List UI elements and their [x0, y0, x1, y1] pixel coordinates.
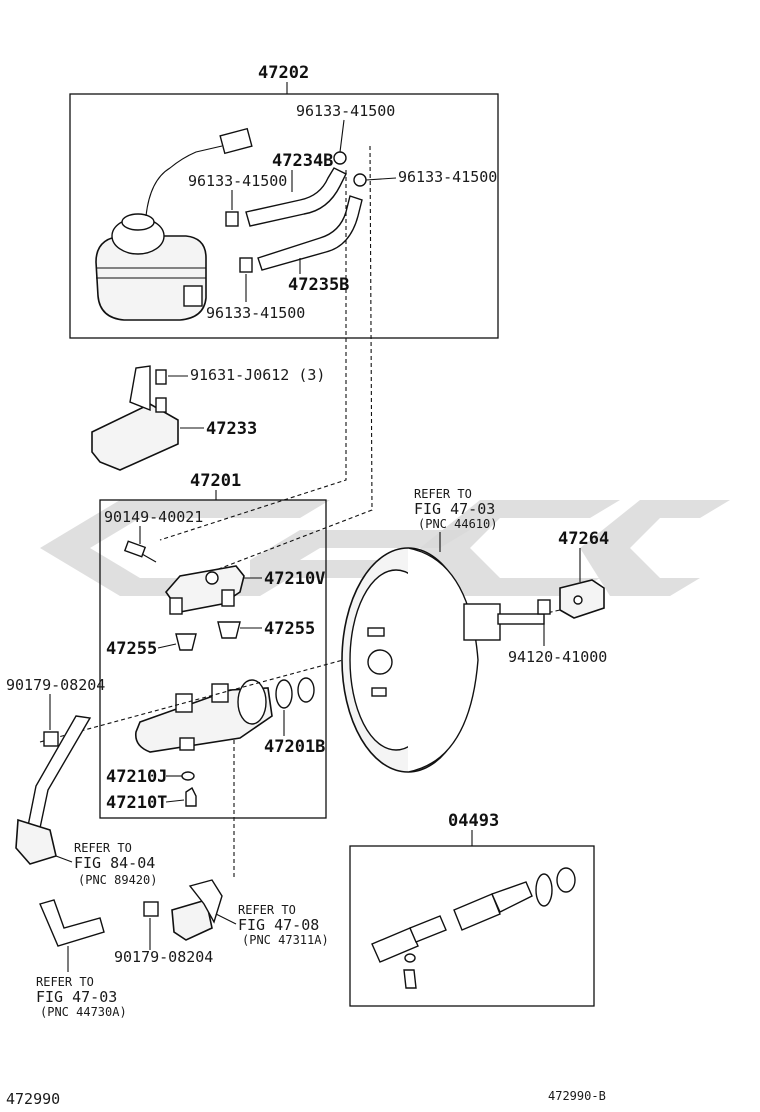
hose-left-icon — [39, 899, 105, 947]
reservoir-body-icon — [164, 565, 245, 615]
svg-text:REFER TO: REFER TO — [414, 487, 472, 501]
gasket-ring-2-icon — [297, 677, 315, 703]
clamp-right-icon — [353, 173, 367, 187]
label-grommet-left: 47255 — [106, 639, 157, 659]
svg-text:REFER TO: REFER TO — [74, 841, 132, 855]
label-hose-upper: 47234B — [272, 151, 333, 171]
connector-plug — [219, 127, 253, 155]
footer-right-code: 472990-B — [548, 1089, 606, 1103]
svg-text:REFER TO: REFER TO — [36, 975, 94, 989]
clevis-icon — [559, 579, 605, 619]
ref-sensor-bottom: REFER TO FIG 47-08 (PNC 47311A) — [238, 903, 329, 947]
clamp-top-icon — [333, 151, 347, 165]
kit-box — [349, 845, 595, 1007]
reservoir-group-box — [69, 93, 499, 339]
label-bolt-bottom: 90179-08204 — [114, 948, 213, 966]
label-hose-lower: 47235B — [288, 275, 349, 295]
label-plug: 47210J — [106, 767, 167, 787]
label-bracket: 47233 — [206, 419, 257, 439]
label-bolt-left: 90179-08204 — [6, 676, 105, 694]
plug-icon — [181, 771, 195, 781]
grommet-left-icon — [175, 633, 197, 651]
group-label-kit: 04493 — [448, 811, 499, 831]
ref-sensor-left: REFER TO FIG 84-04 (PNC 89420) — [74, 841, 157, 887]
clamp-bottom-icon — [239, 257, 253, 273]
label-reservoir-screw: 90149-40021 — [104, 508, 203, 526]
nut-icon — [537, 599, 551, 615]
screw-icon — [123, 540, 157, 563]
label-clamp-top: 96133-41500 — [296, 102, 395, 120]
svg-text:FIG 84-04: FIG 84-04 — [74, 854, 155, 872]
svg-text:(PNC 89420): (PNC 89420) — [78, 873, 157, 887]
bracket-icon — [91, 365, 179, 471]
label-clamp-bottom: 96133-41500 — [206, 304, 305, 322]
svg-text:(PNC 44610): (PNC 44610) — [418, 517, 497, 531]
ref-hose-bottom: REFER TO FIG 47-03 (PNC 44730A) — [36, 975, 127, 1019]
clamp-left-icon — [225, 211, 239, 227]
reservoir-tank — [95, 213, 207, 321]
brake-booster-icon — [341, 547, 545, 773]
svg-text:(PNC 44730A): (PNC 44730A) — [40, 1005, 127, 1019]
kit-parts-icon — [371, 867, 576, 989]
sensor-bracket-icon — [27, 715, 92, 829]
label-nut: 94120-41000 — [508, 648, 607, 666]
svg-text:FIG 47-03: FIG 47-03 — [36, 988, 117, 1006]
label-clamp-left: 96133-41500 — [188, 172, 287, 190]
label-clevis: 47264 — [558, 529, 609, 549]
svg-text:FIG 47-03: FIG 47-03 — [414, 500, 495, 518]
bolt-left-icon — [43, 731, 59, 747]
sensor-left-icon — [15, 818, 57, 865]
svg-text:(PNC 47311A): (PNC 47311A) — [242, 933, 329, 947]
bleeder-icon — [185, 786, 197, 807]
label-reservoir-body: 47210V — [264, 569, 325, 589]
hose-lower-icon — [257, 195, 363, 271]
sensor-wire — [145, 145, 223, 217]
footer-left-code: 472990 — [6, 1090, 60, 1108]
label-bracket-bolt: 91631-J0612 (3) — [190, 366, 325, 384]
label-clamp-right: 96133-41500 — [398, 168, 497, 186]
label-bleeder: 47210T — [106, 793, 167, 813]
grommet-right-icon — [217, 621, 241, 639]
ref-booster: REFER TO FIG 47-03 (PNC 44610) — [414, 487, 497, 531]
master-cylinder-box — [99, 499, 327, 819]
label-gasket: 47201B — [264, 737, 325, 757]
master-cylinder-icon — [134, 679, 273, 753]
svg-text:REFER TO: REFER TO — [238, 903, 296, 917]
label-grommet-right: 47255 — [264, 619, 315, 639]
svg-text:FIG 47-08: FIG 47-08 — [238, 916, 319, 934]
gasket-ring-icon — [275, 679, 293, 709]
sensor-bottom-icon — [171, 879, 223, 941]
group-label-reservoir: 47202 — [258, 63, 309, 83]
group-label-master-cylinder: 47201 — [190, 471, 241, 491]
bolt-bottom-icon — [143, 901, 159, 917]
